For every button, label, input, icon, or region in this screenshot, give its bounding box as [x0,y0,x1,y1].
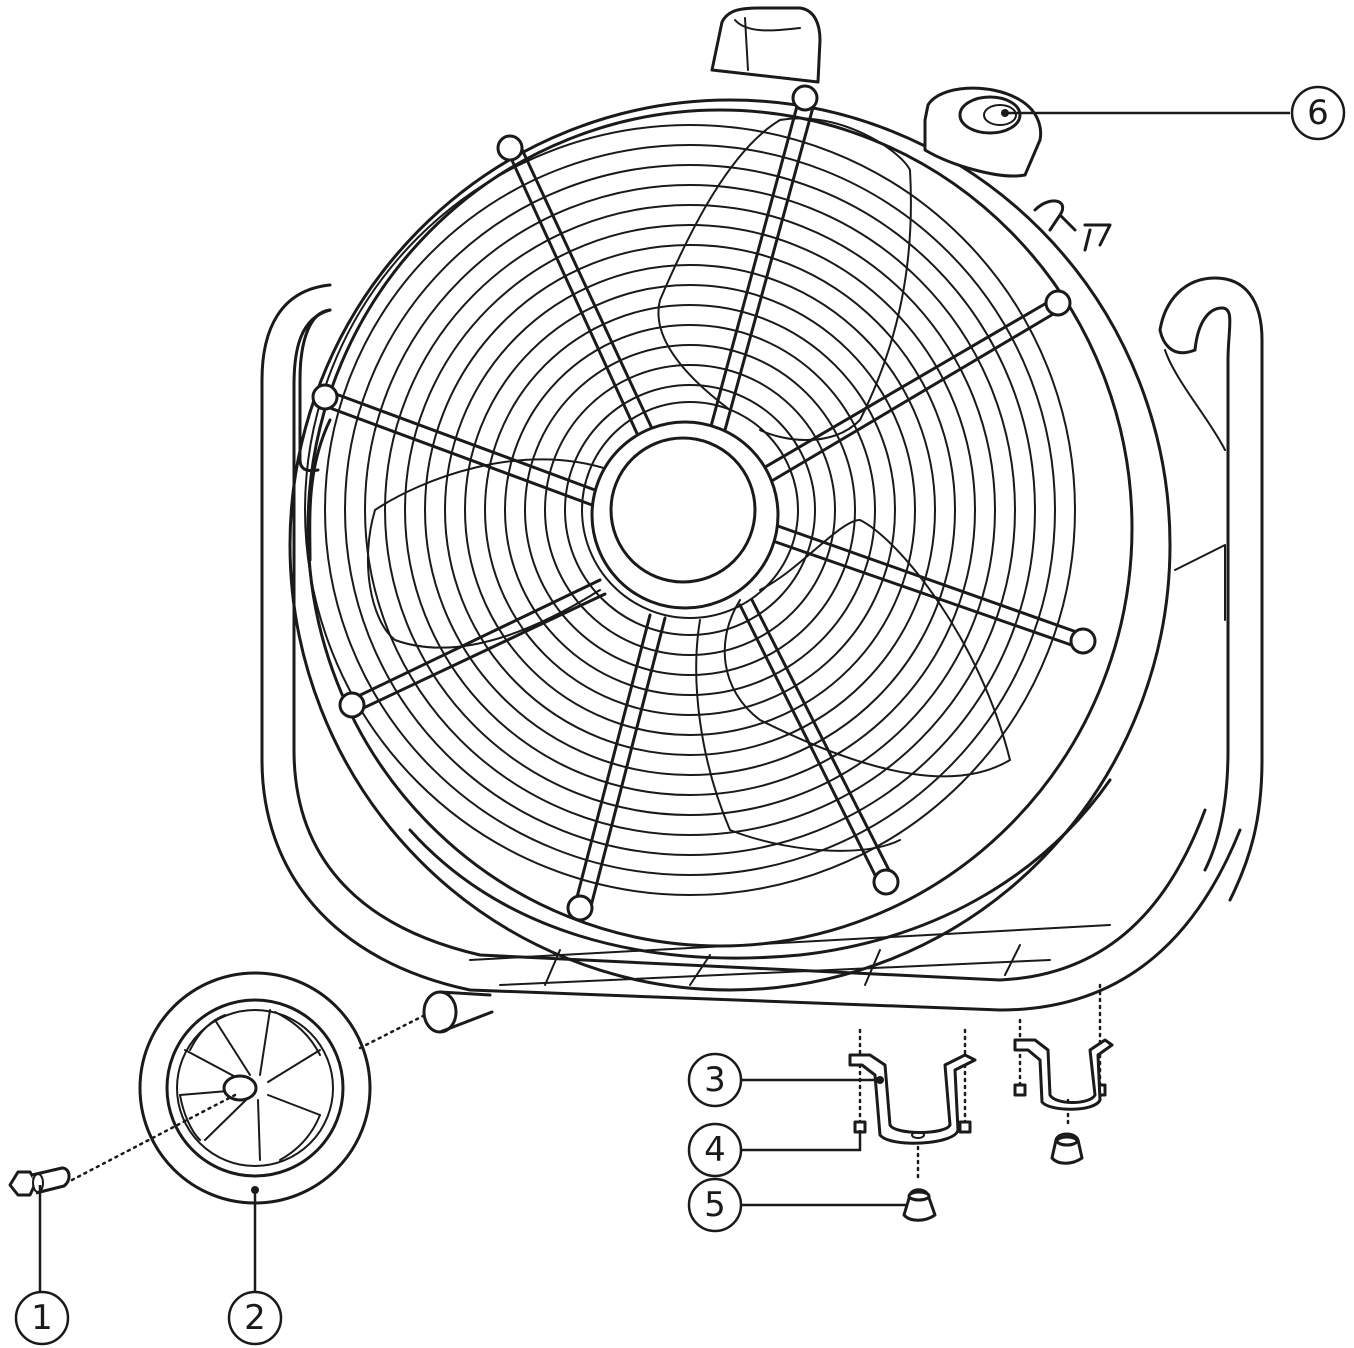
fan-grill [304,124,1076,896]
rubber-foot [902,1188,937,1222]
callout-1: 1 [14,1290,70,1346]
foot-bracket [848,1053,977,1145]
callout-2-label: 2 [244,1298,266,1338]
callout-leaders [38,109,1290,1295]
callout-4: 4 [687,1122,743,1178]
fan-hub [590,420,780,610]
fan-blades [366,117,1011,852]
callout-3-label: 3 [704,1060,726,1100]
speed-control-knob [923,86,1043,178]
carry-handle [710,6,822,84]
grill-spokes [311,84,1097,922]
assembly-lines [70,983,1102,1182]
callout-3: 3 [687,1052,743,1108]
callout-6: 6 [1290,85,1346,141]
callout-6-label: 6 [1307,93,1329,133]
callout-2: 2 [227,1290,283,1346]
foot-bracket-right [1013,1038,1114,1165]
callout-1-label: 1 [31,1298,53,1338]
callout-4-label: 4 [704,1130,726,1170]
fan-housing [288,98,1172,992]
wheel [138,971,372,1205]
callout-5-label: 5 [704,1185,726,1225]
cord-clip [1033,199,1112,252]
callout-5: 5 [687,1177,743,1233]
